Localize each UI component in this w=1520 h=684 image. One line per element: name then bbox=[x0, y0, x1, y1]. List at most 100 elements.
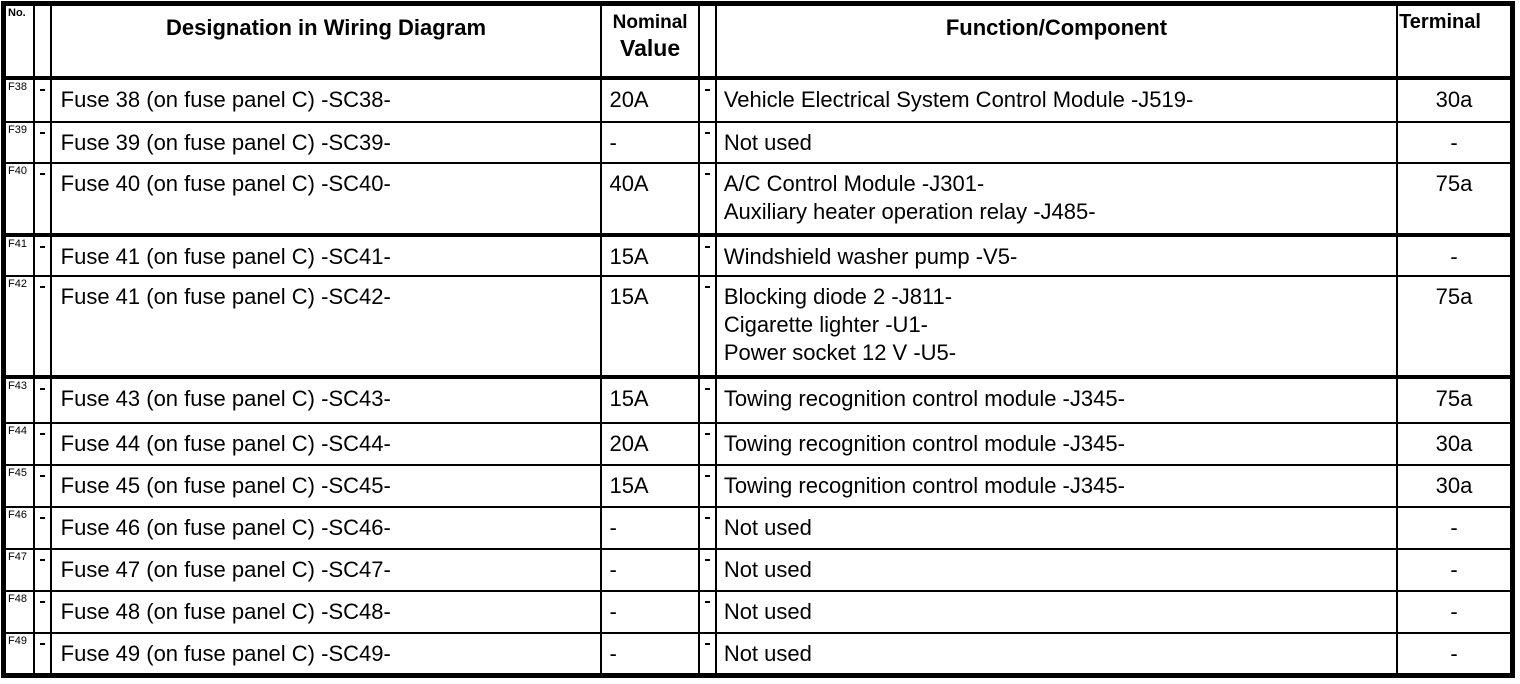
function-component-cell: Towing recognition control module -J345- bbox=[714, 375, 1399, 424]
nominal-value-cell: - bbox=[600, 547, 700, 592]
row-marker-dash bbox=[39, 172, 45, 175]
nominal-value-cell: 15A bbox=[600, 274, 700, 379]
nominal-value-cell: 15A bbox=[600, 463, 700, 508]
nominal-value-cell: 20A bbox=[600, 76, 700, 123]
function-component-cell: Windshield washer pump -V5- bbox=[714, 233, 1399, 277]
designation-cell: Fuse 48 (on fuse panel C) -SC48- bbox=[49, 589, 603, 634]
designation-cell: Fuse 38 (on fuse panel C) -SC38- bbox=[49, 76, 603, 123]
table-row: F45 Fuse 45 (on fuse panel C) -SC45- 15A… bbox=[2, 463, 1514, 508]
function-component-cell: Not used bbox=[714, 547, 1399, 592]
table-row: F39 Fuse 39 (on fuse panel C) -SC39- - N… bbox=[2, 120, 1514, 164]
row-marker-cell bbox=[32, 76, 52, 123]
column-header-nominal-value: Nominal Value bbox=[600, 2, 700, 80]
row-marker-cell bbox=[697, 589, 717, 634]
designation-cell: Fuse 43 (on fuse panel C) -SC43- bbox=[49, 375, 603, 424]
function-component-cell: Vehicle Electrical System Control Module… bbox=[714, 76, 1399, 123]
row-marker-cell bbox=[697, 161, 717, 237]
fuse-no-label: F41 bbox=[2, 233, 35, 277]
row-marker-dash bbox=[704, 245, 710, 248]
fuse-no-label: F46 bbox=[2, 505, 35, 550]
fuse-no-label: F39 bbox=[2, 120, 35, 164]
nominal-value-cell: - bbox=[600, 120, 700, 164]
designation-cell: Fuse 45 (on fuse panel C) -SC45- bbox=[49, 463, 603, 508]
column-header-designation: Designation in Wiring Diagram bbox=[49, 2, 603, 80]
row-marker-dash bbox=[704, 432, 710, 435]
column-header-marker bbox=[32, 2, 52, 80]
designation-cell: Fuse 49 (on fuse panel C) -SC49- bbox=[49, 631, 603, 677]
row-marker-dash bbox=[704, 88, 710, 91]
nominal-header-line2: Value bbox=[620, 35, 681, 61]
row-marker-dash bbox=[704, 600, 710, 603]
fuse-no-label: F45 bbox=[2, 463, 35, 508]
terminal-cell: - bbox=[1396, 589, 1514, 634]
fuse-no-label: F49 bbox=[2, 631, 35, 677]
designation-cell: Fuse 40 (on fuse panel C) -SC40- bbox=[49, 161, 603, 237]
fuse-no-label: F43 bbox=[2, 375, 35, 424]
row-marker-dash bbox=[704, 474, 710, 477]
table-row: F38 Fuse 38 (on fuse panel C) -SC38- 20A… bbox=[2, 76, 1514, 123]
terminal-cell: - bbox=[1396, 505, 1514, 550]
row-marker-dash bbox=[704, 172, 710, 175]
row-marker-dash bbox=[704, 558, 710, 561]
terminal-cell: 30a bbox=[1396, 463, 1514, 508]
row-marker-dash bbox=[39, 245, 45, 248]
terminal-cell: - bbox=[1396, 233, 1514, 277]
column-header-function-component: Function/Component bbox=[714, 2, 1399, 80]
table-row: F42 Fuse 41 (on fuse panel C) -SC42- 15A… bbox=[2, 274, 1514, 379]
row-marker-cell bbox=[32, 233, 52, 277]
row-marker-dash bbox=[704, 642, 710, 645]
row-marker-cell bbox=[697, 631, 717, 677]
function-component-cell: Not used bbox=[714, 589, 1399, 634]
fuse-no-label: F38 bbox=[2, 76, 35, 123]
row-marker-dash bbox=[704, 387, 710, 390]
row-marker-dash bbox=[39, 642, 45, 645]
row-marker-cell bbox=[32, 421, 52, 466]
row-marker-cell bbox=[32, 505, 52, 550]
row-marker-cell bbox=[697, 76, 717, 123]
designation-cell: Fuse 39 (on fuse panel C) -SC39- bbox=[49, 120, 603, 164]
row-marker-dash bbox=[39, 285, 45, 288]
table-row: F49 Fuse 49 (on fuse panel C) -SC49- - N… bbox=[2, 631, 1514, 677]
column-header-terminal: Terminal bbox=[1396, 2, 1514, 80]
row-marker-cell bbox=[697, 375, 717, 424]
terminal-cell: 75a bbox=[1396, 375, 1514, 424]
nominal-value-cell: 20A bbox=[600, 421, 700, 466]
row-marker-cell bbox=[32, 274, 52, 379]
row-marker-dash bbox=[39, 131, 45, 134]
row-marker-cell bbox=[697, 547, 717, 592]
row-marker-dash bbox=[704, 131, 710, 134]
row-marker-cell bbox=[697, 120, 717, 164]
terminal-cell: - bbox=[1396, 120, 1514, 164]
row-marker-cell bbox=[697, 505, 717, 550]
column-header-no: No. bbox=[2, 2, 35, 80]
table-row: F44 Fuse 44 (on fuse panel C) -SC44- 20A… bbox=[2, 421, 1514, 466]
nominal-value-cell: 15A bbox=[600, 375, 700, 424]
terminal-cell: 75a bbox=[1396, 274, 1514, 379]
row-marker-cell bbox=[32, 120, 52, 164]
function-component-cell: Towing recognition control module -J345- bbox=[714, 463, 1399, 508]
fuse-no-label: F44 bbox=[2, 421, 35, 466]
row-marker-cell bbox=[32, 631, 52, 677]
row-marker-cell bbox=[32, 589, 52, 634]
column-header-marker bbox=[697, 2, 717, 80]
nominal-value-cell: - bbox=[600, 589, 700, 634]
terminal-cell: 30a bbox=[1396, 421, 1514, 466]
designation-cell: Fuse 47 (on fuse panel C) -SC47- bbox=[49, 547, 603, 592]
table-row: F46 Fuse 46 (on fuse panel C) -SC46- - N… bbox=[2, 505, 1514, 550]
row-marker-dash bbox=[39, 88, 45, 91]
table-row: F41 Fuse 41 (on fuse panel C) -SC41- 15A… bbox=[2, 233, 1514, 277]
row-marker-dash bbox=[39, 516, 45, 519]
nominal-value-cell: - bbox=[600, 631, 700, 677]
fuse-no-label: F42 bbox=[2, 274, 35, 379]
designation-cell: Fuse 46 (on fuse panel C) -SC46- bbox=[49, 505, 603, 550]
row-marker-dash bbox=[39, 474, 45, 477]
terminal-cell: - bbox=[1396, 631, 1514, 677]
table-row: F48 Fuse 48 (on fuse panel C) -SC48- - N… bbox=[2, 589, 1514, 634]
fuse-no-label: F40 bbox=[2, 161, 35, 237]
table-row: F47 Fuse 47 (on fuse panel C) -SC47- - N… bbox=[2, 547, 1514, 592]
nominal-value-cell: 40A bbox=[600, 161, 700, 237]
function-component-cell: Blocking diode 2 -J811- Cigarette lighte… bbox=[714, 274, 1399, 379]
terminal-cell: 75a bbox=[1396, 161, 1514, 237]
